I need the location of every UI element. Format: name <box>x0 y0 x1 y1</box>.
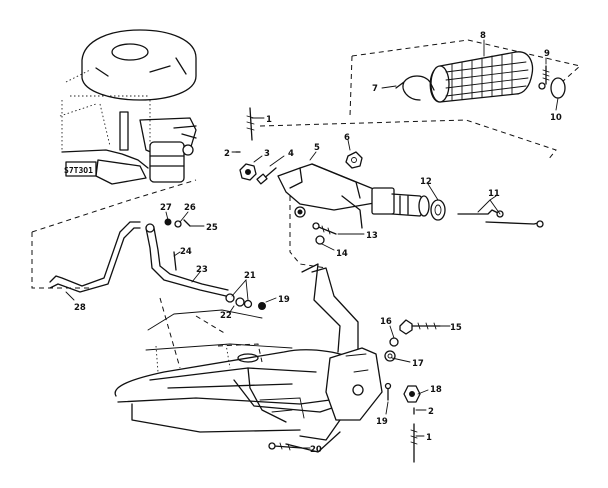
control-rod <box>49 221 141 293</box>
mower-frame <box>114 309 353 433</box>
callout-7: 7 <box>372 84 378 94</box>
callout-4: 4 <box>288 149 294 159</box>
callout-19-right: 19 <box>376 417 388 427</box>
callout-16: 16 <box>380 317 392 327</box>
callout-1: 1 <box>266 115 272 125</box>
callout-2-lower: 2 <box>428 407 434 417</box>
callout-23: 23 <box>196 265 208 275</box>
callout-3: 3 <box>264 149 270 159</box>
callout-11: 11 <box>488 189 500 199</box>
callout-13: 13 <box>366 231 378 241</box>
handle-bracket <box>277 163 430 229</box>
callout-26: 26 <box>184 203 196 213</box>
callout-17: 17 <box>412 359 424 369</box>
cable-clips <box>164 218 191 271</box>
grip-screw <box>538 65 550 90</box>
callout-24: 24 <box>180 247 192 257</box>
grip-washer <box>550 77 566 99</box>
upper-fasteners <box>235 107 277 185</box>
handle-grip <box>429 51 534 103</box>
callout-5: 5 <box>314 143 320 153</box>
callout-27: 27 <box>160 203 172 213</box>
throttle-cable <box>145 227 229 297</box>
clip-part <box>395 75 435 101</box>
callout-22: 22 <box>220 311 232 321</box>
callout-18: 18 <box>430 385 442 395</box>
callout-10: 10 <box>550 113 562 123</box>
bottom-bolt <box>268 442 303 451</box>
engine-plate-label: S7T3O1 <box>64 166 93 175</box>
clutch-arm <box>285 263 383 453</box>
leader-lines <box>65 39 559 449</box>
callout-12: 12 <box>420 177 432 187</box>
clevis-pins <box>457 209 544 228</box>
lower-fasteners <box>384 319 441 463</box>
callout-2: 2 <box>224 149 230 159</box>
callout-28: 28 <box>74 303 86 313</box>
callout-numbers: 1 2 3 4 5 6 7 8 9 10 11 12 13 14 15 16 1… <box>74 31 562 455</box>
pivot-fasteners <box>312 222 337 245</box>
engine-illustration <box>59 29 197 185</box>
callout-9: 9 <box>544 49 550 59</box>
bracket-nut <box>345 151 363 169</box>
callout-20: 20 <box>310 445 322 455</box>
callout-8: 8 <box>480 31 486 41</box>
callout-14: 14 <box>336 249 348 259</box>
callout-19-left: 19 <box>278 295 290 305</box>
callout-1-lower: 1 <box>426 433 432 443</box>
callout-6: 6 <box>344 133 350 143</box>
bearing-ring <box>430 199 446 221</box>
callout-25: 25 <box>206 223 218 233</box>
callout-21: 21 <box>244 271 256 281</box>
callout-15: 15 <box>450 323 462 333</box>
